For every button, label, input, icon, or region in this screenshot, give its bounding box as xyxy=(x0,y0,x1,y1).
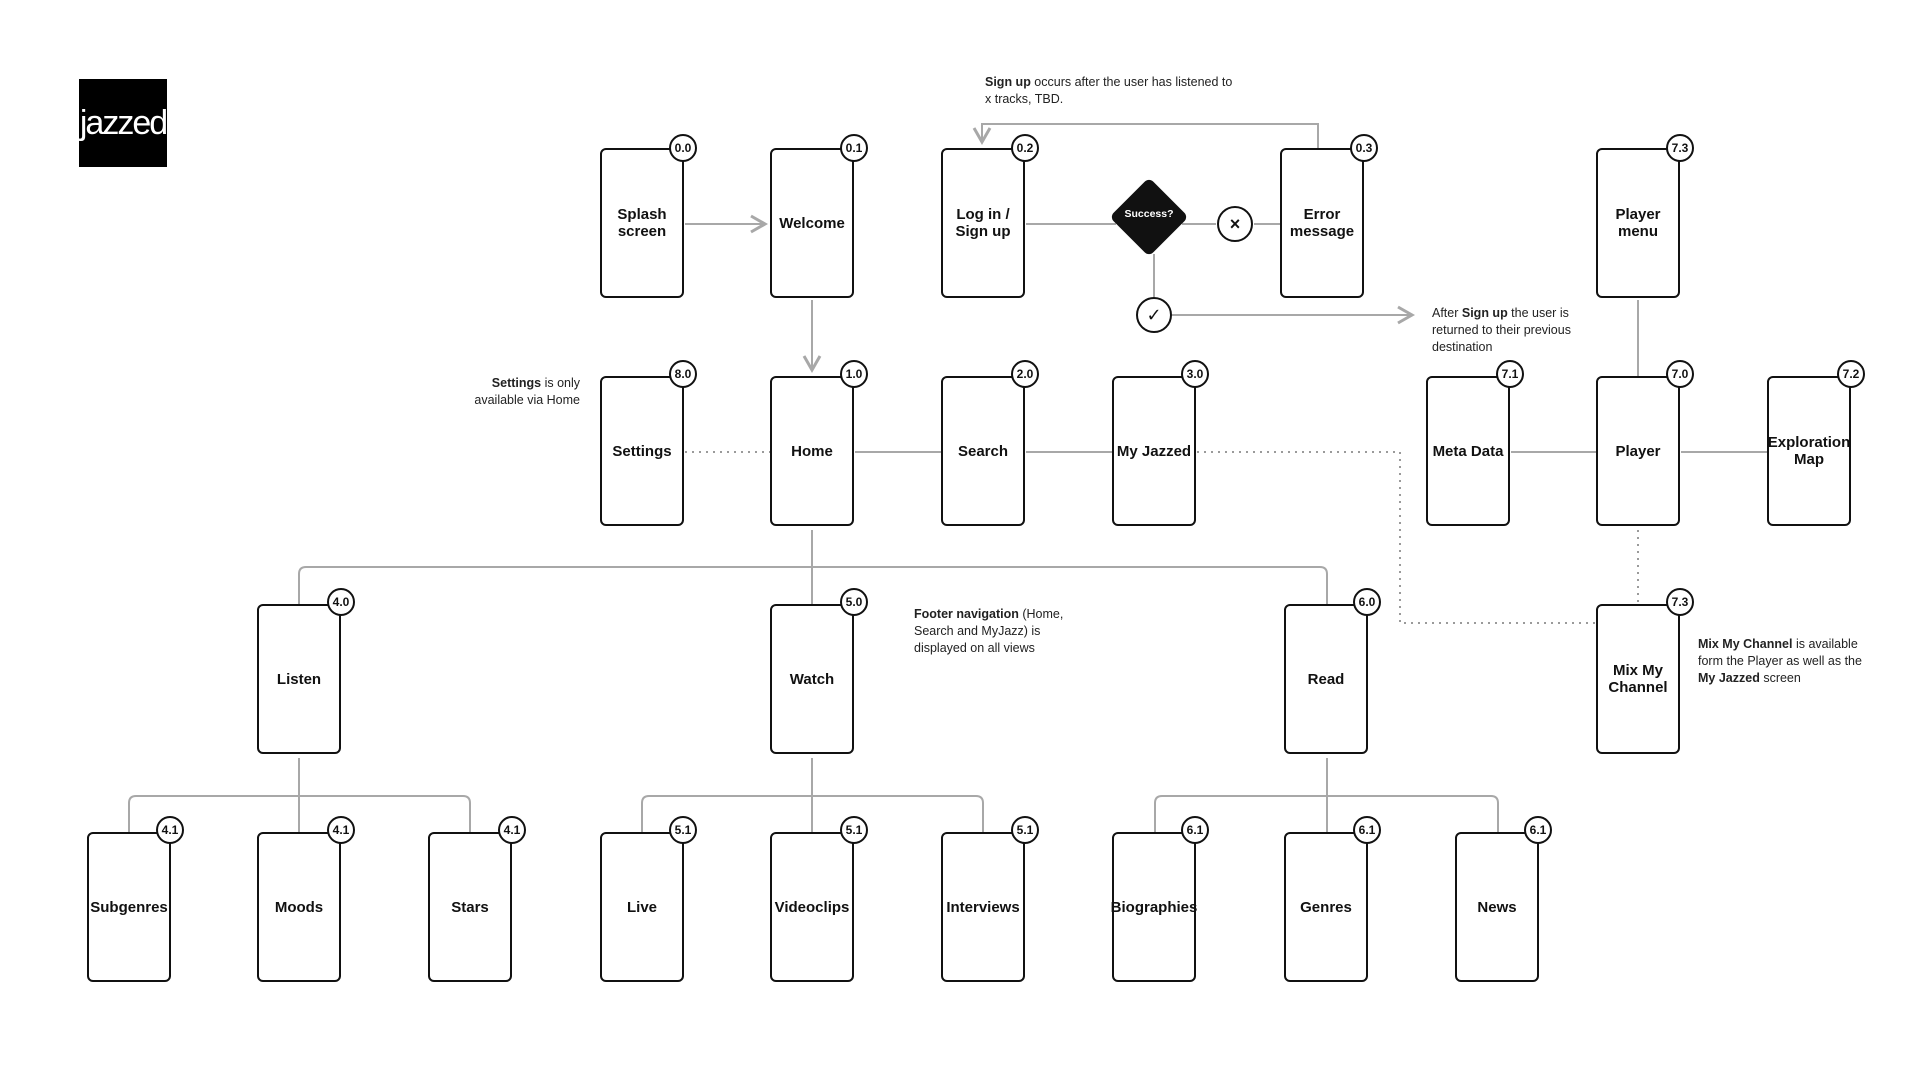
close-icon: × xyxy=(1217,206,1253,242)
screen-videoclips[interactable]: Videoclips xyxy=(770,832,854,982)
connector-listen-bus xyxy=(128,795,471,834)
screen-number-badge: 0.0 xyxy=(669,134,697,162)
check-icon: ✓ xyxy=(1136,297,1172,333)
screen-number-badge: 5.1 xyxy=(1011,816,1039,844)
decision-label: Success? xyxy=(1124,208,1174,220)
screen-label: Biographies xyxy=(1110,898,1198,916)
settings-note: Settings is only available via Home xyxy=(474,376,580,407)
screen-number-badge: 7.1 xyxy=(1496,360,1524,388)
screen-number-badge: 7.3 xyxy=(1666,588,1694,616)
screen-label: News xyxy=(1477,898,1517,916)
screen-splash[interactable]: Splash screen xyxy=(600,148,684,298)
screen-subgenres[interactable]: Subgenres xyxy=(87,832,171,982)
screen-number-badge: 4.1 xyxy=(327,816,355,844)
screen-number-badge: 4.1 xyxy=(498,816,526,844)
screen-number-badge: 6.1 xyxy=(1181,816,1209,844)
screen-label: Search xyxy=(957,442,1009,460)
screen-number-badge: 5.0 xyxy=(840,588,868,616)
screen-number-badge: 6.1 xyxy=(1524,816,1552,844)
screen-label: Live xyxy=(626,898,657,916)
screen-label: Videoclips xyxy=(774,898,850,916)
screen-label: Genres xyxy=(1300,898,1352,916)
screen-label: Moods xyxy=(274,898,324,916)
screen-label: Read xyxy=(1307,670,1345,688)
screen-error-message[interactable]: Error message xyxy=(1280,148,1364,298)
screen-label: My Jazzed xyxy=(1116,442,1192,460)
screen-label: Settings xyxy=(612,442,672,460)
screen-my-jazzed[interactable]: My Jazzed xyxy=(1112,376,1196,526)
screen-settings[interactable]: Settings xyxy=(600,376,684,526)
screen-number-badge: 7.0 xyxy=(1666,360,1694,388)
connector-sections-bus xyxy=(298,566,1328,605)
screen-label: Log in / Sign up xyxy=(955,206,1011,240)
screen-welcome[interactable]: Welcome xyxy=(770,148,854,298)
screen-number-badge: 8.0 xyxy=(669,360,697,388)
screen-number-badge: 4.1 xyxy=(156,816,184,844)
screen-label: Exploration Map xyxy=(1767,434,1851,468)
screen-genres[interactable]: Genres xyxy=(1284,832,1368,982)
screen-label: Meta Data xyxy=(1432,442,1504,460)
screen-home[interactable]: Home xyxy=(770,376,854,526)
footer-navigation-note: Footer navigation (Home, Search and MyJa… xyxy=(914,607,1064,655)
screen-label: Listen xyxy=(276,670,322,688)
screen-number-badge: 7.3 xyxy=(1666,134,1694,162)
connector-myjazzed-mix xyxy=(1197,451,1596,624)
screen-number-badge: 2.0 xyxy=(1011,360,1039,388)
screen-number-badge: 6.0 xyxy=(1353,588,1381,616)
screen-news[interactable]: News xyxy=(1455,832,1539,982)
after-signup-note: After Sign up the user is returned to th… xyxy=(1432,306,1571,354)
screen-biographies[interactable]: Biographies xyxy=(1110,832,1198,982)
screen-label: Interviews xyxy=(946,898,1020,916)
screen-interviews[interactable]: Interviews xyxy=(941,832,1025,982)
screen-stars[interactable]: Stars xyxy=(428,832,512,982)
screen-label: Splash screen xyxy=(617,206,667,240)
screen-label: Subgenres xyxy=(90,898,168,916)
screen-moods[interactable]: Moods xyxy=(257,832,341,982)
connector-error-login-loop xyxy=(972,123,1319,148)
screen-number-badge: 5.1 xyxy=(669,816,697,844)
screen-number-badge: 4.0 xyxy=(327,588,355,616)
screen-player[interactable]: Player xyxy=(1596,376,1680,526)
screen-player-menu[interactable]: Player menu xyxy=(1596,148,1680,298)
screen-number-badge: 0.3 xyxy=(1350,134,1378,162)
screen-label: Stars xyxy=(451,898,489,916)
screen-number-badge: 3.0 xyxy=(1181,360,1209,388)
screen-search[interactable]: Search xyxy=(941,376,1025,526)
screen-label: Mix My Channel xyxy=(1608,662,1668,696)
jazzed-logo: jazzed xyxy=(79,79,168,167)
screen-number-badge: 0.1 xyxy=(840,134,868,162)
screen-label: Welcome xyxy=(779,214,845,232)
screen-number-badge: 0.2 xyxy=(1011,134,1039,162)
screen-exploration-map[interactable]: Exploration Map xyxy=(1767,376,1851,526)
screen-number-badge: 6.1 xyxy=(1353,816,1381,844)
screen-label: Home xyxy=(791,442,833,460)
screen-login-signup[interactable]: Log in / Sign up xyxy=(941,148,1025,298)
screen-watch[interactable]: Watch xyxy=(770,604,854,754)
signup-note: Sign up occurs after the user has listen… xyxy=(985,75,1233,106)
screen-meta-data[interactable]: Meta Data xyxy=(1426,376,1510,526)
screen-listen[interactable]: Listen xyxy=(257,604,341,754)
screen-label: Player xyxy=(1615,442,1661,460)
screen-mix-my-channel[interactable]: Mix My Channel xyxy=(1596,604,1680,754)
screen-label: Player menu xyxy=(1615,206,1661,240)
connector-read-bus xyxy=(1154,795,1499,834)
screen-label: Error message xyxy=(1289,206,1355,240)
screen-number-badge: 5.1 xyxy=(840,816,868,844)
screen-number-badge: 7.2 xyxy=(1837,360,1865,388)
screen-number-badge: 1.0 xyxy=(840,360,868,388)
mix-channel-note: Mix My Channel is available form the Pla… xyxy=(1698,637,1862,685)
screen-live[interactable]: Live xyxy=(600,832,684,982)
screen-read[interactable]: Read xyxy=(1284,604,1368,754)
screen-label: Watch xyxy=(789,670,835,688)
connector-watch-bus xyxy=(641,795,984,834)
